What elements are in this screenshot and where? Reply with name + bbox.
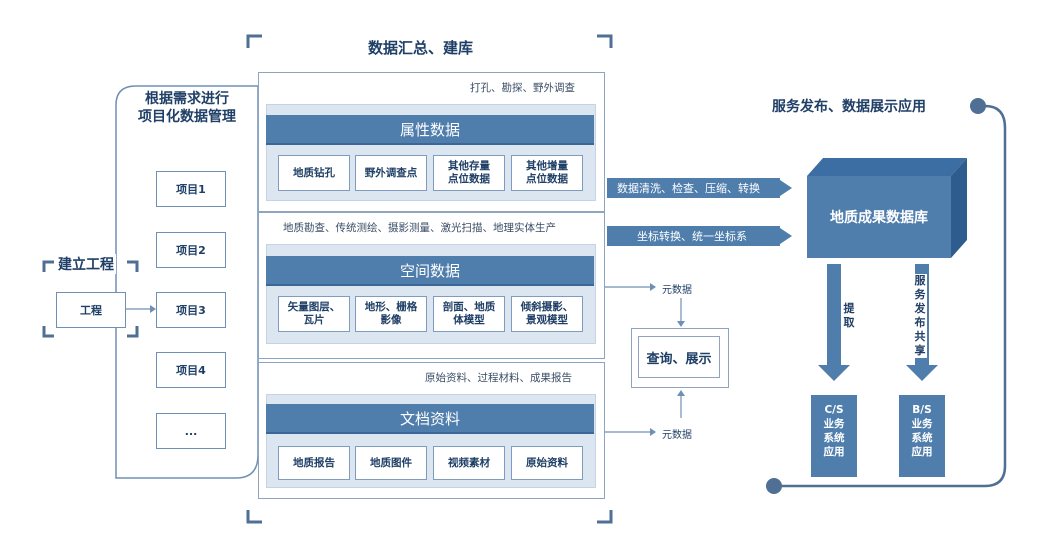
section-attribute-note: 打孔、勘探、野外调查 (470, 82, 575, 94)
bracket-build-br (127, 326, 139, 338)
document-item-4[interactable]: 原始资料 (511, 446, 583, 480)
bs-app-box[interactable]: B/S 业务 系统 应用 (899, 395, 945, 477)
arrow-clean-convert: 数据清洗、检查、压缩、转换 (607, 178, 780, 198)
project-box[interactable]: 工程 (56, 292, 126, 328)
section-document-header: 文档资料 (266, 404, 594, 432)
attribute-item-4[interactable]: 其他增量 点位数据 (511, 155, 583, 191)
bracket-build-tl (42, 260, 54, 272)
publish-label: 服 务 发 布 共 享 (913, 274, 927, 358)
spatial-item-3[interactable]: 剖面、地质 体模型 (433, 296, 505, 332)
service-title: 服务发布、数据展示应用 (772, 99, 926, 115)
database-side-face (951, 158, 967, 258)
bracket-build-bl (42, 326, 54, 338)
attribute-item-3[interactable]: 其他存量 点位数据 (433, 155, 505, 191)
arrow-coordinate-convert: 坐标转换、统一坐标系 (607, 226, 780, 246)
extract-label: 提 取 (843, 302, 855, 329)
project-item-1[interactable]: 项目1 (156, 171, 226, 207)
document-item-1[interactable]: 地质报告 (278, 446, 350, 480)
left-title-line1: 根据需求进行 (145, 91, 229, 107)
section-attribute-header: 属性数据 (266, 115, 594, 143)
bracket-top-left (246, 34, 262, 48)
project-item-2[interactable]: 项目2 (156, 232, 226, 268)
cs-app-box[interactable]: C/S 业务 系统 应用 (811, 395, 857, 477)
extract-arrow (827, 264, 841, 366)
spatial-item-2[interactable]: 地形、栅格 影像 (355, 296, 427, 332)
bracket-build-tr (127, 260, 139, 272)
attribute-item-1[interactable]: 地质钻孔 (278, 155, 350, 191)
section-spatial-header: 空间数据 (266, 256, 594, 284)
left-title-line2: 项目化数据管理 (138, 109, 236, 125)
bracket-top-right (597, 34, 613, 48)
bracket-bottom-right (597, 510, 613, 524)
document-item-3[interactable]: 视频素材 (433, 446, 505, 480)
project-item-4[interactable]: 项目4 (156, 352, 226, 388)
project-item-more[interactable]: ... (156, 413, 226, 449)
spatial-item-1[interactable]: 矢量图层、 瓦片 (278, 296, 350, 332)
spatial-item-4[interactable]: 倾斜摄影、 景观模型 (511, 296, 583, 332)
loop-start-dot (970, 98, 986, 114)
metadata-label-1: 元数据 (662, 285, 692, 296)
metadata-label-2: 元数据 (662, 430, 692, 441)
database-top-face (807, 158, 967, 176)
title-top: 数据汇总、建库 (368, 39, 474, 57)
section-document-note: 原始资料、过程材料、成果报告 (425, 372, 572, 384)
query-display-box[interactable]: 查询、展示 (638, 336, 720, 378)
attribute-item-2[interactable]: 野外调查点 (355, 155, 427, 191)
loop-end-dot (766, 478, 782, 494)
geology-database[interactable]: 地质成果数据库 (807, 176, 951, 258)
bracket-bottom-left (246, 510, 262, 524)
service-loop-line (775, 104, 1007, 488)
section-spatial-note: 地质勘查、传统测绘、摄影测量、激光扫描、地理实体生产 (283, 222, 556, 234)
document-item-2[interactable]: 地质图件 (355, 446, 427, 480)
build-project-label: 建立工程 (56, 254, 116, 274)
left-title: 根据需求进行 项目化数据管理 (132, 90, 242, 126)
project-item-3[interactable]: 项目3 (156, 292, 226, 328)
